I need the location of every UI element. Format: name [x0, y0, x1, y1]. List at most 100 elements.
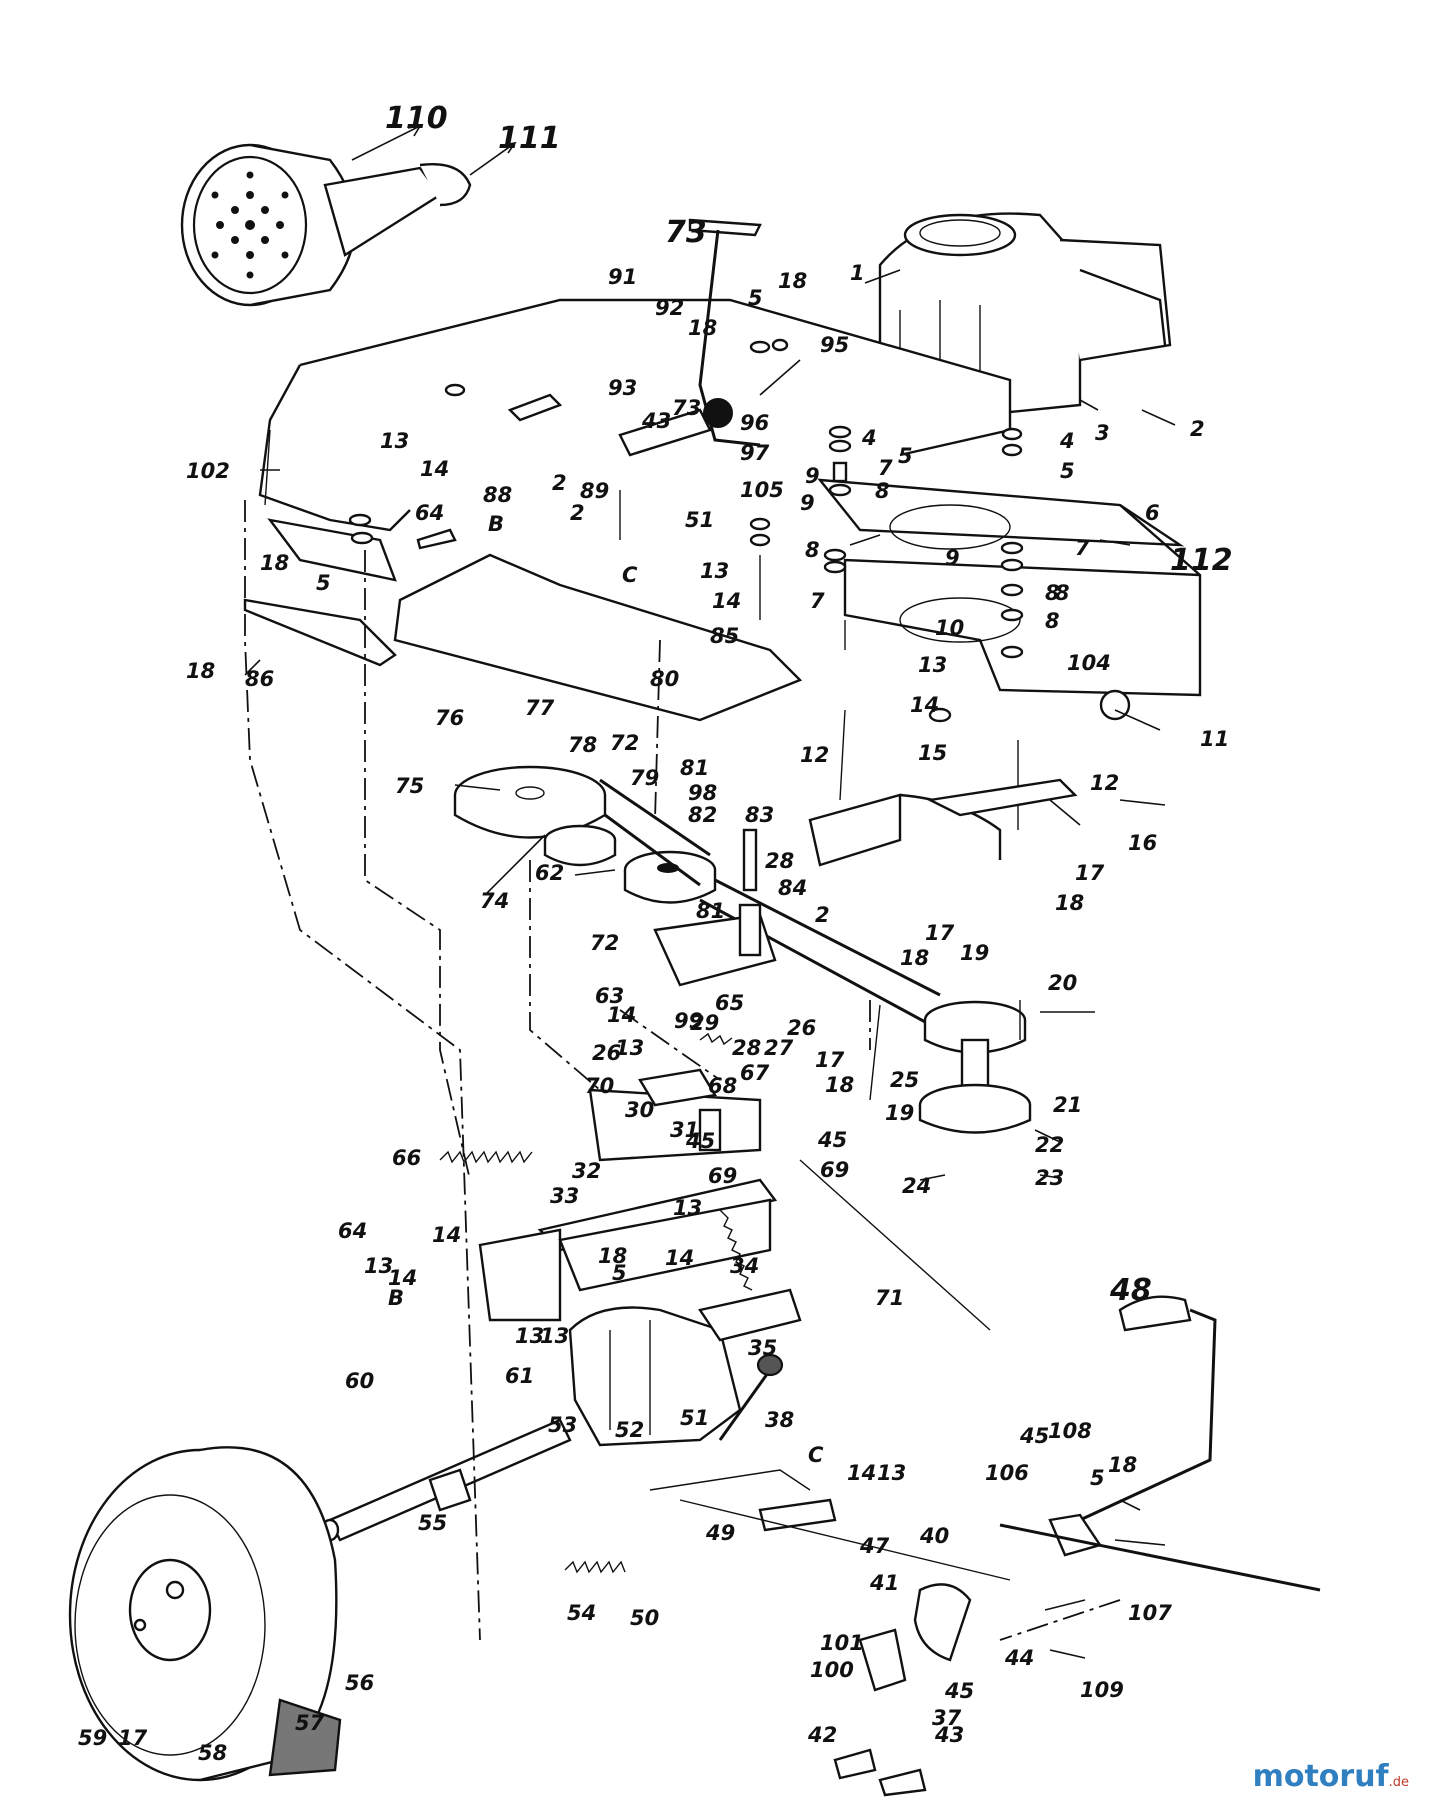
callout-label: 71 [875, 1286, 904, 1310]
callout-label: 13 [380, 429, 409, 453]
callout-label: 10 [935, 616, 964, 640]
callout-label: 38 [765, 1408, 794, 1432]
shift-knob [756, 1353, 784, 1377]
callout-label: 43 [934, 1723, 964, 1747]
callout-label: 14 [847, 1461, 876, 1485]
callout-label: 9 [945, 546, 960, 570]
callout-label: 15 [918, 741, 947, 765]
callout-label: 14 [432, 1223, 461, 1247]
callout-label: 32 [572, 1159, 601, 1183]
callout-label: 2 [552, 471, 567, 495]
callout-label: 19 [960, 941, 989, 965]
callout-label: 68 [708, 1074, 737, 1098]
callout-label: 2 [1190, 417, 1205, 441]
callout-label: 43 [641, 409, 671, 433]
callout-label: 5 [612, 1261, 627, 1285]
callout-label: 102 [186, 459, 230, 483]
callout-label: 18 [688, 316, 717, 340]
callout-label: 62 [535, 861, 564, 885]
callout-label: 66 [392, 1146, 421, 1170]
callout-label: 13 [877, 1461, 906, 1485]
callout-label: 23 [1035, 1166, 1064, 1190]
callout-label: 54 [567, 1601, 596, 1625]
callout-label: 7 [878, 456, 893, 480]
callout-label: 20 [1048, 971, 1077, 995]
callout-label: 82 [688, 803, 717, 827]
callout-label: 7 [1075, 536, 1090, 560]
callout-label: 18 [186, 659, 215, 683]
callout-label: 18 [825, 1073, 854, 1097]
callout-label: C [622, 563, 638, 587]
callout-label: 74 [480, 889, 509, 913]
callout-label: 109 [1080, 1678, 1124, 1702]
callout-label: 73 [672, 396, 701, 420]
callout-label: 21 [1053, 1093, 1082, 1117]
assembly-reference-lines [244, 500, 1121, 1641]
callout-label: 16 [1128, 831, 1157, 855]
callout-label: 14 [420, 457, 449, 481]
callout-label: 12 [1090, 771, 1119, 795]
callout-label: 98 [688, 781, 717, 805]
callout-label: 83 [745, 803, 774, 827]
callout-label: 5 [1060, 459, 1075, 483]
callout-label: 8 [1055, 581, 1070, 605]
callout-label: 51 [685, 508, 714, 532]
callout-label: 5 [1090, 1466, 1105, 1490]
callout-label: 18 [778, 269, 807, 293]
watermark: motoruf.de [1253, 1759, 1409, 1794]
callout-label: 18 [260, 551, 289, 575]
callout-label: 8 [875, 479, 890, 503]
callout-label: 78 [568, 733, 597, 757]
callout-label: 4 [861, 426, 877, 450]
callout-label: 33 [550, 1184, 579, 1208]
callout-label: 27 [764, 1036, 794, 1060]
callout-labels: 110 111 73 91 92 18 5 18 95 1 93 73 96 9… [78, 101, 1233, 1765]
callout-label: 64 [338, 1219, 367, 1243]
callout-label: 34 [730, 1254, 759, 1278]
callout-label: 72 [590, 931, 619, 955]
callout-label: 13 [700, 559, 729, 583]
callout-label: 57 [295, 1711, 325, 1735]
callout-label: 18 [1108, 1453, 1137, 1477]
callout-label: 9 [800, 491, 815, 515]
callout-label: 29 [690, 1011, 719, 1035]
callout-label: 95 [820, 333, 849, 357]
callout-label: 14 [665, 1246, 694, 1270]
callout-label: 85 [710, 624, 739, 648]
leader-lines [244, 269, 1176, 1659]
callout-label: 88 [483, 483, 512, 507]
callout-label: 105 [740, 478, 784, 502]
throttle-lever [618, 218, 762, 457]
callout-label: 69 [820, 1158, 849, 1182]
callout-label: 97 [740, 441, 770, 465]
callout-label: 13 [918, 653, 947, 677]
callout-label: 48 [1109, 1273, 1152, 1308]
transaxle [320, 1288, 802, 1542]
callout-label: 52 [615, 1418, 644, 1442]
idler-bracket [653, 778, 1078, 1040]
callout-label: 93 [608, 376, 637, 400]
springs [439, 1032, 753, 1574]
callout-label: 1 [850, 261, 865, 285]
callout-label: 26 [592, 1041, 621, 1065]
callout-label: 86 [245, 667, 274, 691]
callout-label: 67 [740, 1061, 770, 1085]
callout-label: 28 [732, 1036, 761, 1060]
callout-label: 13 [540, 1324, 569, 1348]
callout-label: 108 [1048, 1419, 1092, 1443]
callout-label: 13 [515, 1324, 544, 1348]
callout-label: 12 [800, 743, 829, 767]
callout-label: 56 [345, 1671, 374, 1695]
callout-label: C [808, 1443, 824, 1467]
callout-label: 3 [1095, 421, 1110, 445]
pedal-assembly [649, 1159, 1321, 1797]
callout-label: 8 [805, 538, 820, 562]
pulleys-belts [453, 765, 1032, 1134]
callout-label: 13 [615, 1036, 644, 1060]
callout-label: 37 [932, 1706, 962, 1730]
callout-label: 99 [674, 1009, 703, 1033]
callout-label: 45 [685, 1129, 715, 1153]
callout-label: 17 [1075, 861, 1105, 885]
callout-label: 61 [505, 1364, 534, 1388]
callout-label: 96 [740, 411, 769, 435]
